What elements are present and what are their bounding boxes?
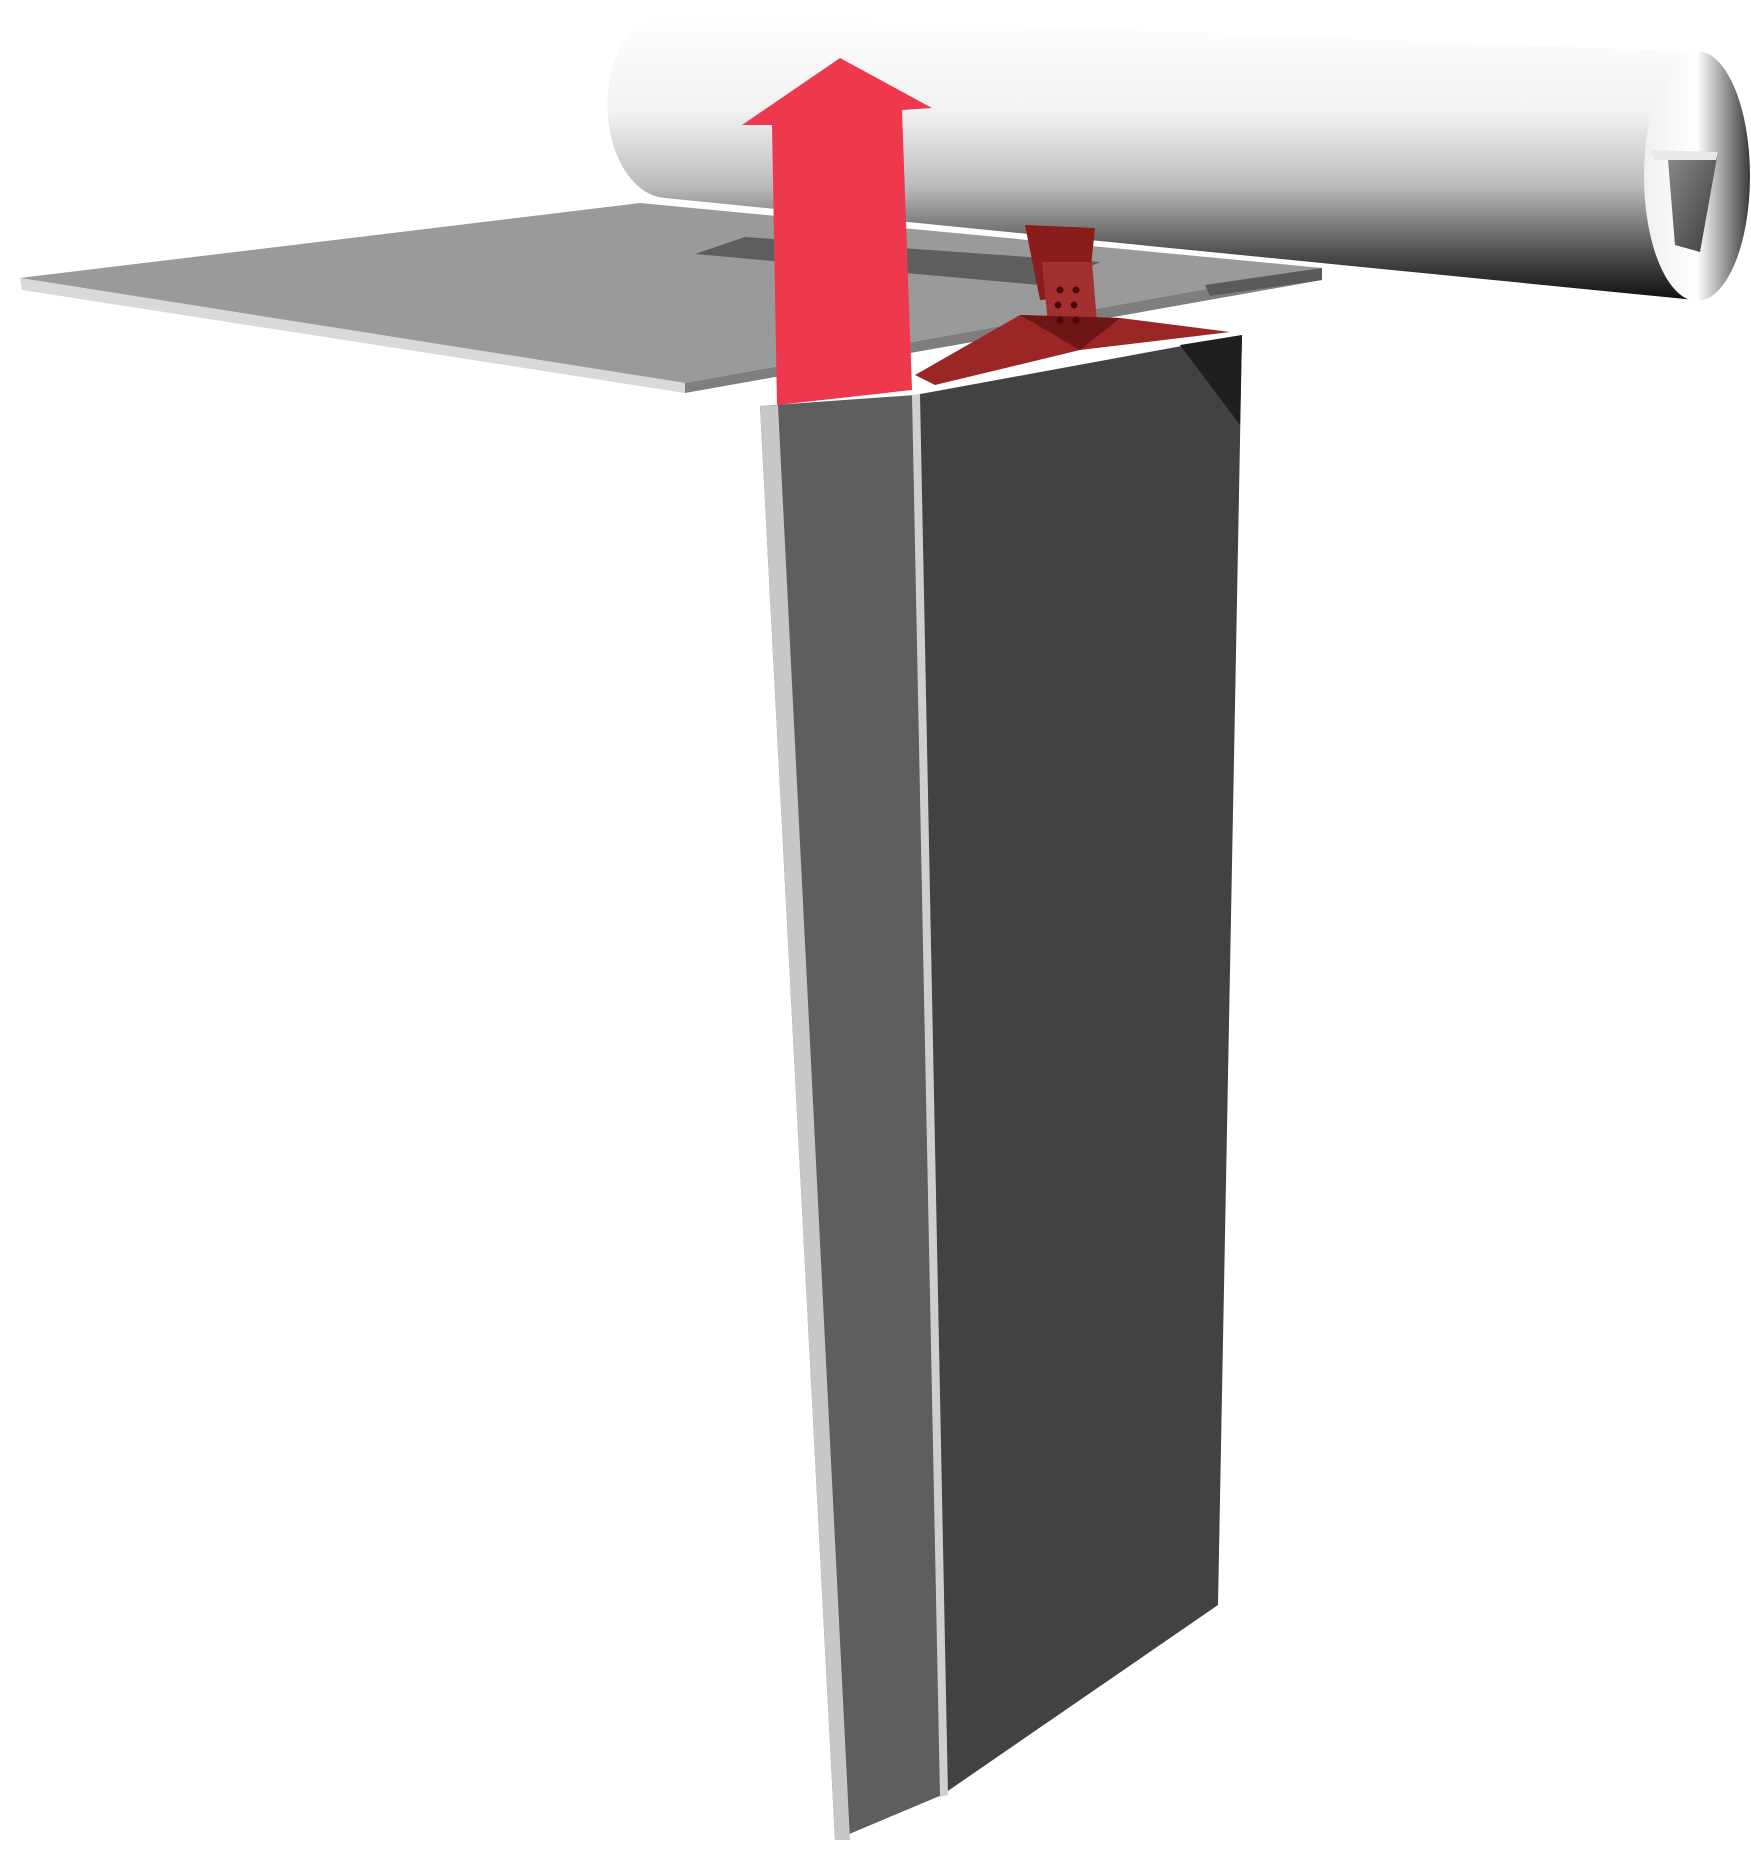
vertical-panel bbox=[760, 335, 1242, 1840]
panel-front-face bbox=[915, 335, 1242, 1795]
